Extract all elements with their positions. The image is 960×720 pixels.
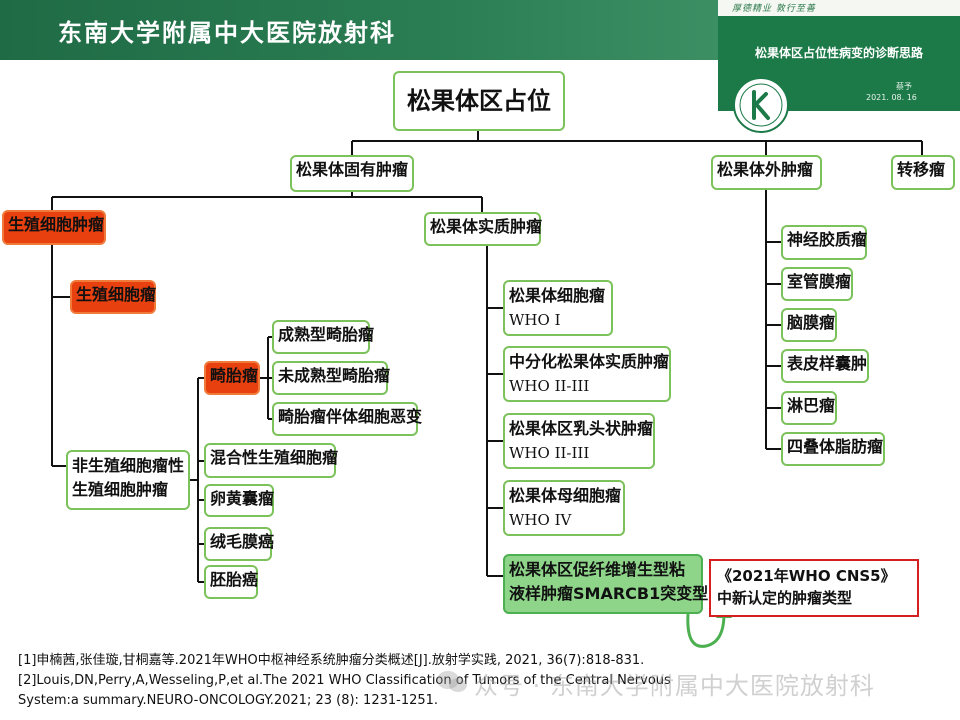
references: [1]申楠茜,张佳璇,甘桐嘉等.2021年WHO中枢神经系统肿瘤分类概述[J].… [18, 651, 918, 711]
reference-2-line-1: [2]Louis,DN,Perry,A,Wesseling,P,et al.Th… [18, 673, 671, 688]
cover-motto: 厚德精业 敦行至善 [732, 4, 816, 14]
node-pineocytoma: 松果体细胞瘤 WHO I [503, 280, 613, 336]
node-pineoblastoma: 松果体母细胞瘤 WHO IV [503, 480, 625, 536]
reference-1: [1]申楠茜,张佳璇,甘桐嘉等.2021年WHO中枢神经系统肿瘤分类概述[J].… [18, 653, 645, 668]
hospital-logo-icon [733, 77, 789, 133]
node-intrinsic: 松果体固有肿瘤 [290, 155, 414, 192]
reference-2-line-2: System:a summary.NEURO-ONCOLOGY.2021; 23… [18, 693, 439, 708]
node-teratoma-malignant: 畸胎瘤伴体细胞恶变 [272, 402, 422, 436]
department-title: 东南大学附属中大医院放射科 [58, 18, 396, 47]
papillary-tumor-grade: WHO II-III [509, 444, 590, 462]
node-meningioma: 脑膜瘤 [781, 308, 837, 342]
node-nongerminoma: 非生殖细胞瘤性 生殖细胞肿瘤 [66, 450, 190, 510]
node-mixed-germ-cell: 混合性生殖细胞瘤 [204, 443, 338, 478]
node-metastasis: 转移瘤 [891, 155, 955, 190]
cover-strip: 厚德精业 敦行至善 [718, 0, 960, 16]
node-new-type-smarcb1: 松果体区促纤维增生型粘 液样肿瘤SMARCB1突变型 [503, 554, 708, 614]
node-papillary-tumor: 松果体区乳头状肿瘤 WHO II-III [503, 413, 655, 469]
node-mature-teratoma: 成熟型畸胎瘤 [272, 320, 374, 354]
node-germinoma: 生殖细胞瘤 [70, 280, 156, 314]
cover-author: 蔡予 [896, 82, 912, 91]
node-teratoma: 畸胎瘤 [204, 361, 260, 395]
node-glioma: 神经胶质瘤 [781, 225, 867, 260]
node-root: 松果体区占位 [393, 71, 565, 131]
node-epidermoid-cyst: 表皮样囊肿 [781, 349, 869, 383]
pineocytoma-grade: WHO I [509, 311, 561, 329]
node-germ-cell-tumor: 生殖细胞肿瘤 [2, 210, 106, 245]
node-quadrigeminal-lipoma: 四叠体脂肪瘤 [781, 432, 885, 466]
node-yolk-sac: 卵黄囊瘤 [204, 484, 274, 517]
node-immature-teratoma: 未成熟型畸胎瘤 [272, 361, 390, 395]
cover-date: 2021. 08. 16 [866, 93, 917, 102]
pineoblastoma-grade: WHO IV [509, 511, 572, 529]
node-embryonal-carcinoma: 胚胎癌 [204, 565, 258, 599]
callout-line-2: 中新认定的肿瘤类型 [717, 589, 853, 607]
callout-line-1: 《2021年WHO CNS5》 [717, 567, 896, 585]
papillary-tumor-name: 松果体区乳头状肿瘤 [509, 419, 654, 438]
cover-thumbnail: 厚德精业 敦行至善 松果体区占位性病变的诊断思路 蔡予 2021. 08. 16 [718, 0, 960, 133]
node-ependymoma: 室管膜瘤 [781, 267, 853, 301]
nongerminoma-line-2: 生殖细胞肿瘤 [72, 480, 169, 499]
ppt-intermediate-name: 中分化松果体实质肿瘤 [509, 352, 670, 371]
node-choriocarcinoma: 绒毛膜癌 [204, 527, 274, 561]
ppt-intermediate-grade: WHO II-III [509, 377, 590, 395]
node-lymphoma: 淋巴瘤 [781, 391, 837, 425]
new-type-line-1: 松果体区促纤维增生型粘 [509, 560, 686, 579]
new-type-line-2: 液样肿瘤SMARCB1突变型 [509, 584, 709, 603]
node-ppt-intermediate: 中分化松果体实质肿瘤 WHO II-III [503, 346, 671, 402]
nongerminoma-line-1: 非生殖细胞瘤性 [72, 456, 185, 475]
pineocytoma-name: 松果体细胞瘤 [509, 286, 606, 305]
who-cns5-callout: 《2021年WHO CNS5》 中新认定的肿瘤类型 [709, 559, 919, 617]
node-extrinsic: 松果体外肿瘤 [711, 155, 822, 190]
cover-title: 松果体区占位性病变的诊断思路 [754, 46, 923, 60]
node-parenchymal: 松果体实质肿瘤 [424, 212, 542, 246]
pineoblastoma-name: 松果体母细胞瘤 [509, 486, 622, 505]
wechat-icon [437, 671, 467, 692]
watermark: 众号 · 东南大学附属中大医院放射科 [474, 672, 875, 700]
